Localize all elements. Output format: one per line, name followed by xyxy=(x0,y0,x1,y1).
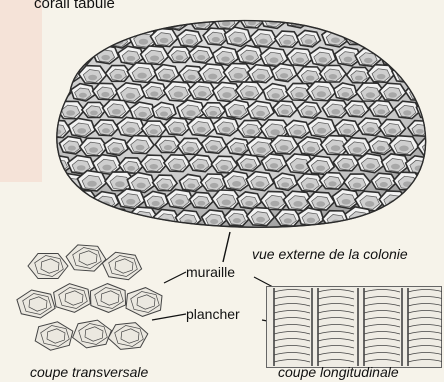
wall-label: muraille xyxy=(186,264,235,280)
floor-label: plancher xyxy=(186,306,240,322)
longitudinal-section-illustration xyxy=(266,286,442,368)
external-view-label: vue externe de la colonie xyxy=(252,246,408,262)
cross-section-label: coupe transversale xyxy=(30,364,148,380)
longitudinal-section-label: coupe longitudinale xyxy=(278,364,399,380)
cross-section-illustration xyxy=(14,236,184,366)
